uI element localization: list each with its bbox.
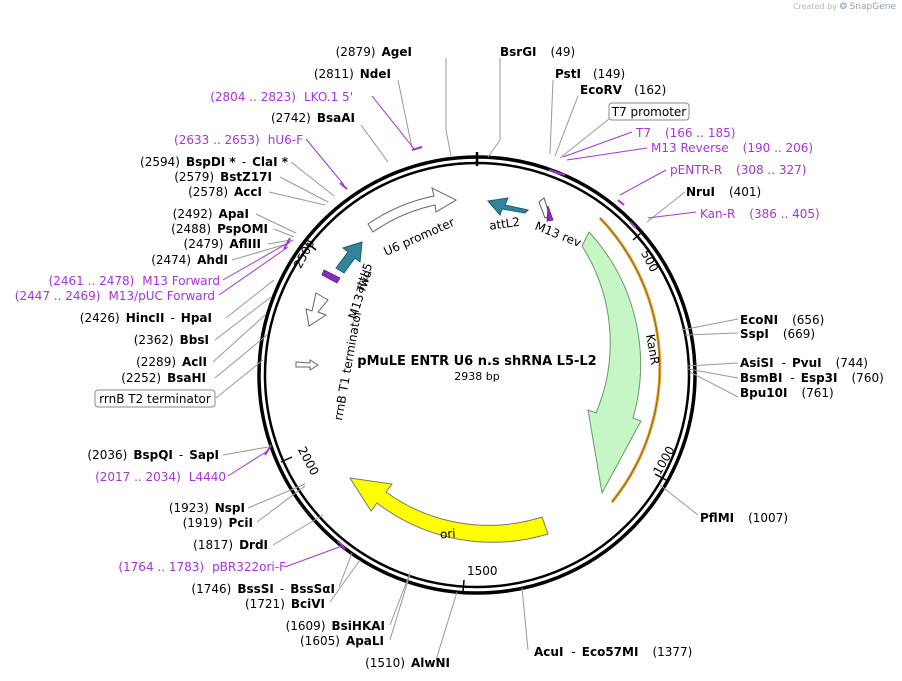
leader-lines: [212, 58, 739, 661]
site-bsihkai[interactable]: (1609)BsiHKAI: [286, 619, 385, 633]
primer-m13-reverse[interactable]: M13 Reverse(190 .. 206): [651, 141, 813, 155]
tick-label-1500: 1500: [467, 564, 498, 578]
site-drdi[interactable]: (1817)DrdI: [193, 538, 268, 552]
site-bsaai[interactable]: (2742)BsaAI: [271, 111, 355, 125]
feature-m13-rev[interactable]: M13 rev: [533, 197, 583, 250]
site-nrui[interactable]: NruI(401): [686, 185, 761, 199]
snapgene-logo-icon: ❂: [839, 2, 848, 12]
site-asisi-pvui[interactable]: AsiSI-PvuI(744): [740, 356, 868, 370]
feature-ori[interactable]: ori: [348, 477, 549, 543]
u6-label: U6 promoter: [382, 215, 457, 259]
site-bsahi[interactable]: (2252)BsaHI: [121, 371, 206, 385]
site-bsrgi[interactable]: BsrGI(49): [500, 45, 575, 59]
site-bspqi-sapi[interactable]: (2036)BspQI-SapI: [87, 448, 219, 462]
site-aflIII[interactable]: (2479)AflIII: [184, 237, 261, 251]
feature-kanr[interactable]: KanR: [581, 216, 662, 503]
primer-leader-lines: [218, 95, 697, 568]
primer-lko[interactable]: (2804 .. 2823)LKO.1 5': [210, 90, 353, 104]
site-hincii-hpai[interactable]: (2426)HincII-HpaI: [80, 311, 212, 325]
site-bsmbi-esp3i[interactable]: BsmBI-Esp3I(760): [740, 371, 884, 385]
ori-label: ori: [440, 526, 457, 541]
site-bsssi[interactable]: (1746)BssSI-BssSαI: [191, 582, 335, 596]
credit-brand: SnapGene: [849, 2, 896, 12]
scale-ticks: [280, 231, 667, 593]
feature-rrnb-t1[interactable]: rrnB T1 terminator: [295, 292, 364, 422]
primer-m13-puc[interactable]: (2447 .. 2469)M13/pUC Forward: [15, 289, 215, 303]
box-t7-promoter[interactable]: T7 promoter: [608, 102, 690, 121]
primer-pbr322[interactable]: (1764 .. 1783)pBR322ori-F: [118, 560, 286, 574]
site-sspi[interactable]: SspI(669): [740, 327, 815, 341]
site-ndei[interactable]: (2811)NdeI: [314, 67, 391, 81]
primer-hu6f[interactable]: (2633 .. 2653)hU6-F: [174, 133, 303, 147]
site-bstz17i[interactable]: (2579)BstZ17I: [174, 170, 272, 184]
kanr-label: KanR: [643, 333, 662, 366]
site-pflmi[interactable]: PflMI(1007): [700, 511, 788, 525]
feature-m13-fwd[interactable]: M13 fwd: [321, 268, 375, 321]
tick-label-2000: 2000: [295, 444, 322, 478]
m13rev-label: M13 rev: [533, 219, 583, 250]
primer-m13-forward[interactable]: (2461 .. 2478)M13 Forward: [49, 274, 220, 288]
site-alwni[interactable]: (1510)AlwNI: [365, 656, 450, 670]
primer-pentr-r[interactable]: pENTR-R(308 .. 327): [670, 163, 806, 177]
site-psti[interactable]: PstI(149): [555, 67, 625, 81]
site-pspomi[interactable]: (2488)PspOMI: [171, 222, 268, 236]
site-bspdi-clai[interactable]: (2594)BspDI *-ClaI *: [140, 155, 289, 169]
plasmid-name: pMuLE ENTR U6 n.s shRNA L5-L2: [357, 354, 596, 369]
feature-u6-promoter[interactable]: U6 promoter: [367, 187, 458, 259]
site-acui-eco57mi[interactable]: AcuI-Eco57MI(1377): [534, 645, 692, 659]
site-acci[interactable]: (2578)AccI: [188, 185, 262, 199]
site-ahdi[interactable]: (2474)AhdI: [151, 253, 228, 267]
rrnbt2-label: rrnB T2 terminator: [99, 392, 211, 406]
site-bcivi[interactable]: (1721)BciVI: [245, 597, 325, 611]
attl2-label: attL2: [488, 215, 521, 233]
feature-attl2[interactable]: attL2: [487, 197, 530, 233]
site-agei[interactable]: (2879)AgeI: [336, 45, 412, 59]
site-econi[interactable]: EcoNI(656): [740, 313, 824, 327]
site-pcii[interactable]: (1919)PciI: [183, 516, 253, 530]
site-nspi[interactable]: (1923)NspI: [169, 501, 245, 515]
snapgene-credit: Created by ❂ SnapGene: [793, 2, 896, 12]
primer-marks: [264, 146, 637, 550]
site-bpu10i[interactable]: Bpu10I(761): [740, 386, 834, 400]
box-rrnb-t2[interactable]: rrnB T2 terminator: [94, 389, 216, 408]
primer-t7[interactable]: T7(166 .. 185): [635, 126, 735, 140]
t7promoter-label: T7 promoter: [611, 105, 687, 119]
primer-kan-r[interactable]: Kan-R(386 .. 405): [700, 207, 820, 221]
site-apai[interactable]: (2492)ApaI: [173, 207, 249, 221]
site-acli[interactable]: (2289)AclI: [136, 355, 207, 369]
primer-l4440[interactable]: (2017 .. 2034)L4440: [95, 470, 226, 484]
credit-prefix: Created by: [792, 2, 837, 11]
site-ecorv[interactable]: EcoRV(162): [580, 83, 666, 97]
site-apali[interactable]: (1605)ApaLI: [300, 634, 384, 648]
site-bbsi[interactable]: (2362)BbsI: [134, 333, 209, 347]
plasmid-size: 2938 bp: [454, 370, 499, 383]
